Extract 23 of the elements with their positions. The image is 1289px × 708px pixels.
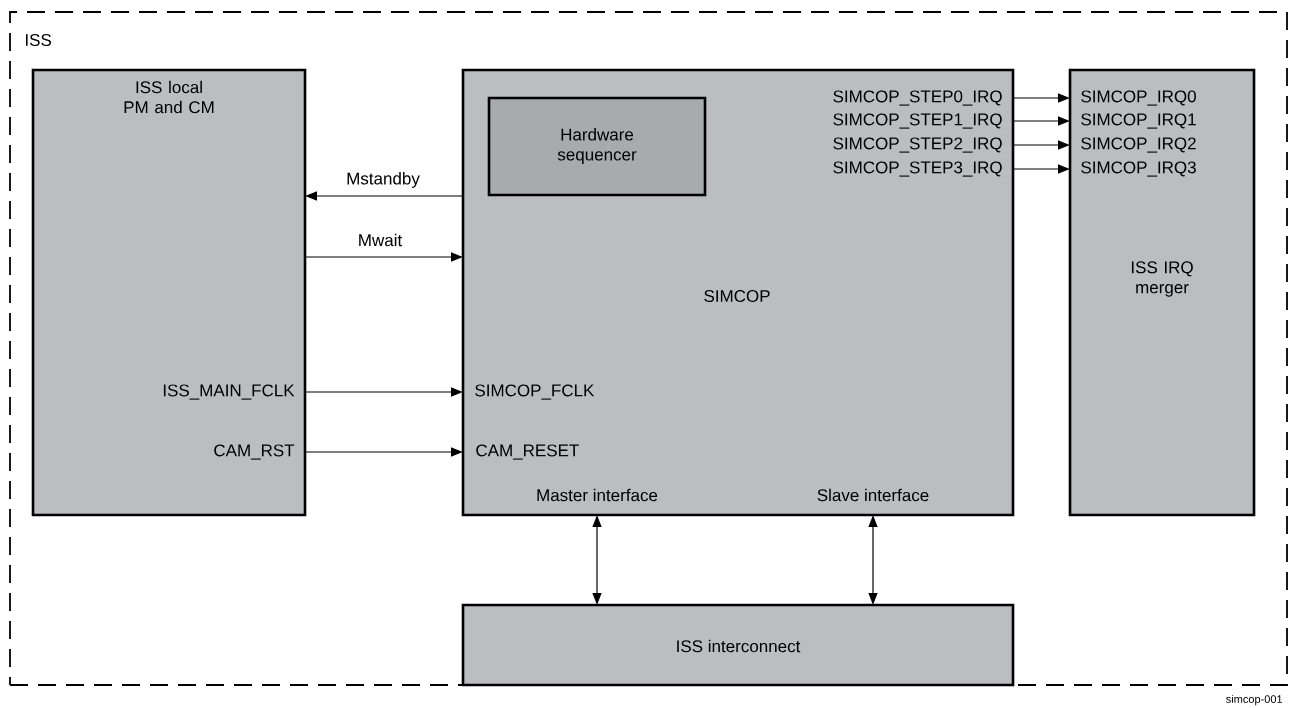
interface-label: Master interface	[537, 488, 658, 502]
edge-label: Mwait	[355, 231, 405, 249]
port-label: SIMCOP_STEP1_IRQ	[833, 113, 1002, 129]
port-label: SIMCOP_IRQ3	[1081, 161, 1196, 177]
port-label: CAM_RESET	[476, 444, 579, 460]
port-label: SIMCOP_IRQ1	[1081, 113, 1196, 129]
port-label: SIMCOP_IRQ2	[1081, 137, 1196, 153]
port-label: CAM_RST	[214, 444, 295, 460]
block-title: SIMCOP	[704, 290, 770, 302]
port-label: SIMCOP_IRQ0	[1081, 90, 1196, 106]
block-title: ISS local PM and CM	[124, 80, 214, 114]
edge-label: Mstandby	[344, 170, 422, 190]
figure-id: simcop-001	[1226, 694, 1283, 706]
interface-label: Slave interface	[817, 488, 929, 502]
block-title: Hardware sequencer	[557, 128, 637, 164]
port-label: ISS_MAIN_FCLK	[163, 384, 295, 400]
block-title: ISS interconnect	[677, 639, 801, 653]
port-label: SIMCOP_STEP3_IRQ	[833, 161, 1002, 177]
port-label: SIMCOP_STEP0_IRQ	[833, 90, 1002, 106]
port-label: SIMCOP_FCLK	[475, 384, 595, 400]
port-label: SIMCOP_STEP2_IRQ	[833, 137, 1002, 153]
group-label: ISS	[26, 34, 52, 46]
block-title: ISS IRQ merger	[1131, 261, 1193, 297]
